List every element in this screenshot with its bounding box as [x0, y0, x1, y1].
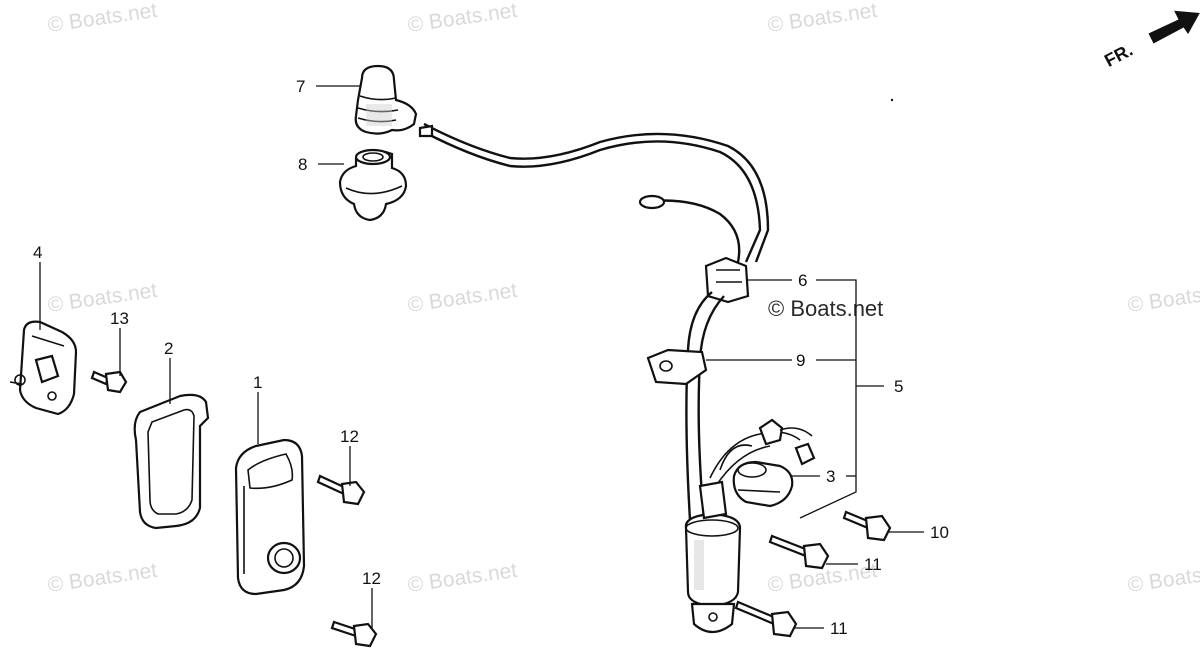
- callout-9: 9: [796, 351, 805, 370]
- callout-6: 6: [798, 271, 807, 290]
- part-2-gasket: [133, 393, 210, 530]
- callout-11-upper: 11: [864, 555, 882, 574]
- part-3-exciter-unit: [709, 418, 816, 508]
- callout-4: 4: [33, 243, 42, 262]
- part-8-grommet: [338, 148, 408, 222]
- callout-8: 8: [298, 155, 307, 174]
- callout-5: 5: [894, 377, 903, 396]
- callout-10: 10: [930, 523, 949, 542]
- part-13-bolt: [90, 370, 128, 394]
- part-4-pulser-assembly: [9, 320, 78, 416]
- callout-3: 3: [826, 467, 835, 486]
- front-arrow-icon: [1148, 10, 1200, 44]
- part-10-bolt: [842, 510, 892, 542]
- part-1-cover: [234, 438, 306, 596]
- part-12-bolt-lower: [330, 620, 378, 648]
- part-11-bolt-lower: [734, 600, 798, 638]
- ignition-coil: [684, 480, 742, 634]
- part-7-plug-cap: [354, 64, 418, 135]
- part-9-wire-clamp: [646, 348, 708, 386]
- callout-12-upper: 12: [340, 427, 359, 446]
- part-12-bolt-upper: [316, 474, 366, 506]
- callout-1: 1: [253, 373, 262, 392]
- part-6-connector: [704, 256, 750, 304]
- part-11-bolt-upper: [768, 534, 830, 570]
- callout-2: 2: [164, 339, 173, 358]
- callout-11-lower: 11: [830, 619, 848, 638]
- watermark-main: © Boats.net: [768, 296, 884, 321]
- callout-7: 7: [296, 77, 305, 96]
- leader-lines: [39, 85, 924, 629]
- callout-12-lower: 12: [362, 569, 381, 588]
- callouts: 7 8 4 13 2 1 12 12 6 9 5 3 10 11 11: [33, 77, 949, 638]
- speck: [890, 98, 894, 102]
- high-tension-wire: [418, 122, 770, 263]
- callout-13: 13: [110, 309, 129, 328]
